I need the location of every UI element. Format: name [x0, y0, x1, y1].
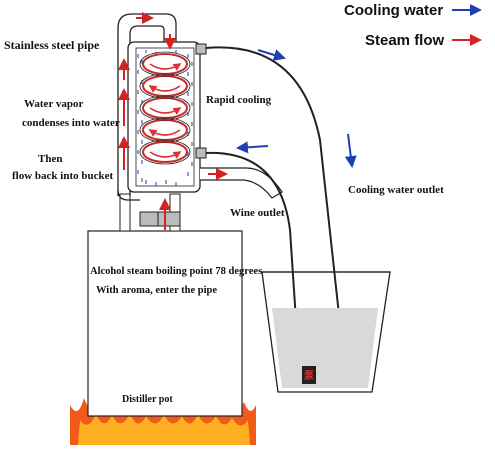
cooling-water-hose-inlet — [205, 151, 301, 381]
legend-steam-flow: Steam flow — [365, 32, 445, 49]
label-stainless-steel-pipe: Stainless steel pipe — [4, 38, 100, 52]
label-then: Then — [38, 153, 63, 165]
distiller-pot — [87, 230, 243, 417]
condenser — [127, 41, 207, 193]
label-water-vapor: Water vapor — [24, 98, 84, 110]
legend-arrows — [452, 4, 482, 46]
label-wine-outlet: Wine outlet — [230, 207, 285, 219]
water-bucket — [261, 271, 391, 393]
pump-glyph: 泵 — [304, 371, 314, 382]
label-distiller-pot: Distiller pot — [122, 394, 173, 405]
label-cooling-water-outlet: Cooling water outlet — [348, 184, 444, 196]
wine-outlet-spout — [200, 167, 283, 199]
label-rapid-cooling: Rapid cooling — [206, 94, 272, 106]
pot-neck — [119, 193, 181, 232]
label-condenses: condenses into water — [22, 117, 120, 129]
water-arrows — [236, 49, 357, 168]
pump — [302, 366, 316, 384]
steam-arrows — [118, 12, 228, 230]
label-with-aroma: With aroma, enter the pipe — [96, 285, 218, 296]
legend-cooling-water: Cooling water — [344, 2, 444, 19]
label-flow-back: flow back into bucket — [12, 170, 114, 182]
cooling-water-hose-outlet — [205, 46, 346, 371]
label-alcohol-boiling: Alcohol steam boiling point 78 degrees — [90, 266, 263, 277]
